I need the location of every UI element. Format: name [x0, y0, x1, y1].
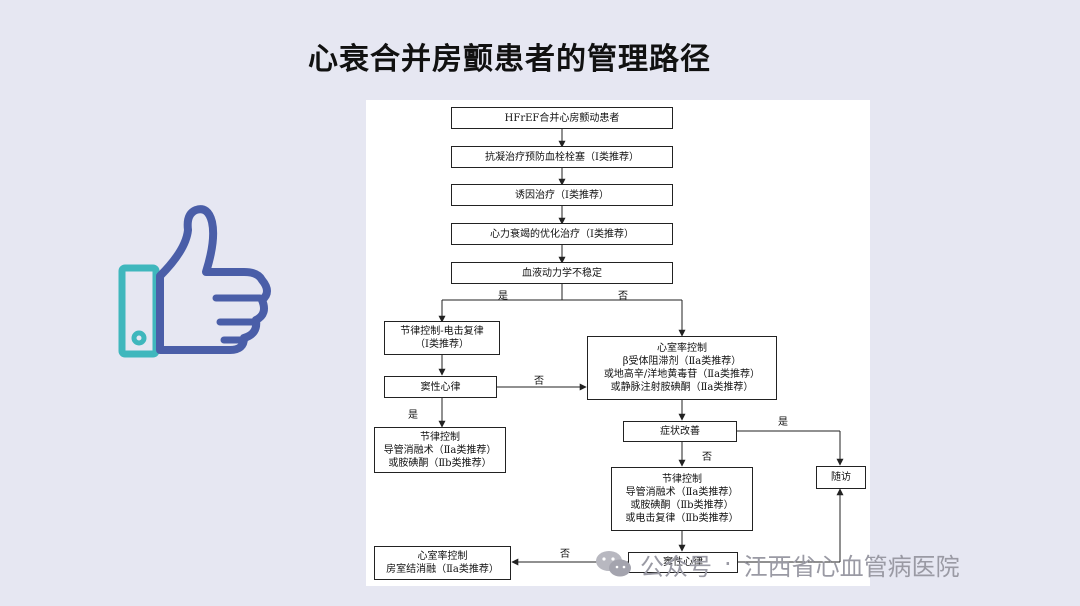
node-rhythm-cardioversion: 节律控制-电击复律 （Ⅰ类推荐）	[384, 321, 500, 355]
flowchart-panel: HFrEF合并心房颤动患者 抗凝治疗预防血栓栓塞（Ⅰ类推荐） 诱因治疗（Ⅰ类推荐…	[366, 100, 870, 586]
label-no-4: 否	[560, 549, 570, 560]
node-line: 房室结消融（Ⅱa类推荐）	[386, 564, 499, 575]
node-label: HFrEF合并心房颤动患者	[504, 112, 620, 124]
node-trigger-treatment: 诱因治疗（Ⅰ类推荐）	[451, 184, 673, 206]
watermark: 公众号 · 江西省心血管病医院	[594, 544, 1054, 584]
watermark-brand: 公众号	[640, 552, 712, 581]
label-no-3: 否	[702, 452, 712, 463]
node-sinus-rhythm-1: 窦性心律	[384, 376, 497, 398]
node-symptom-improvement: 症状改善	[623, 421, 737, 442]
node-label: 随访	[831, 472, 851, 483]
node-line: 导管消融术（Ⅱa类推荐）	[383, 444, 497, 456]
node-label: 症状改善	[660, 426, 700, 437]
node-line: 心室率控制	[417, 551, 468, 562]
slide-title: 心衰合并房颤患者的管理路径	[308, 42, 711, 77]
node-label: 抗凝治疗预防血栓栓塞（Ⅰ类推荐）	[485, 151, 639, 163]
node-rate-control: 心室率控制 β受体阻滞剂（Ⅱa类推荐） 或地高辛/洋地黄毒苷（Ⅱa类推荐） 或静…	[587, 336, 777, 400]
label-yes-2: 是	[408, 410, 418, 421]
node-label: 窦性心律	[420, 381, 461, 393]
node-line: 节律控制	[420, 431, 460, 443]
node-line: 或电击复律（Ⅱb类推荐）	[625, 513, 739, 524]
node-label: 窦性心律	[663, 557, 703, 568]
node-line: β受体阻滞剂（Ⅱa类推荐）	[622, 356, 742, 367]
node-line: （Ⅰ类推荐）	[415, 339, 469, 350]
node-line: 或胺碘酮（Ⅱb类推荐）	[388, 457, 492, 469]
node-line: 节律控制-电击复律	[400, 326, 484, 337]
node-rate-av-node-ablation: 心室率控制 房室结消融（Ⅱa类推荐）	[374, 546, 511, 580]
node-line: 心室率控制	[657, 343, 707, 354]
label-no-2: 否	[534, 376, 544, 387]
node-line: 节律控制	[662, 474, 702, 485]
node-label: 心力衰竭的优化治疗（Ⅰ类推荐）	[490, 228, 634, 240]
node-label: 血液动力学不稳定	[522, 267, 602, 279]
label-no-1: 否	[618, 291, 628, 302]
label-yes-3: 是	[778, 417, 788, 428]
node-line: 或静脉注射胺碘酮（Ⅱa类推荐）	[610, 382, 754, 393]
node-anticoagulation: 抗凝治疗预防血栓栓塞（Ⅰ类推荐）	[451, 146, 673, 168]
wechat-icon	[596, 551, 631, 577]
node-hf-optimization: 心力衰竭的优化治疗（Ⅰ类推荐）	[451, 223, 673, 245]
node-hfref-af-patient: HFrEF合并心房颤动患者	[451, 107, 673, 129]
label-yes-1: 是	[498, 291, 508, 302]
node-line: 或胺碘酮（Ⅱb类推荐）	[630, 500, 734, 511]
watermark-separator: ·	[724, 550, 732, 578]
node-sinus-rhythm-2: 窦性心律	[628, 552, 738, 573]
node-line: 或地高辛/洋地黄毒苷（Ⅱa类推荐）	[603, 369, 761, 380]
node-hemodynamic-unstable: 血液动力学不稳定	[451, 262, 673, 284]
node-label: 诱因治疗（Ⅰ类推荐）	[515, 189, 609, 201]
node-rhythm-ablation-1: 节律控制 导管消融术（Ⅱa类推荐） 或胺碘酮（Ⅱb类推荐）	[374, 427, 506, 473]
flowchart-connectors	[438, 129, 844, 566]
node-line: 导管消融术（Ⅱa类推荐）	[625, 487, 739, 498]
node-follow-up: 随访	[816, 466, 866, 489]
node-rhythm-ablation-2: 节律控制 导管消融术（Ⅱa类推荐） 或胺碘酮（Ⅱb类推荐） 或电击复律（Ⅱb类推…	[611, 467, 753, 531]
thumbs-up-icon	[118, 205, 271, 358]
watermark-account: 江西省心血管病医院	[743, 552, 960, 581]
